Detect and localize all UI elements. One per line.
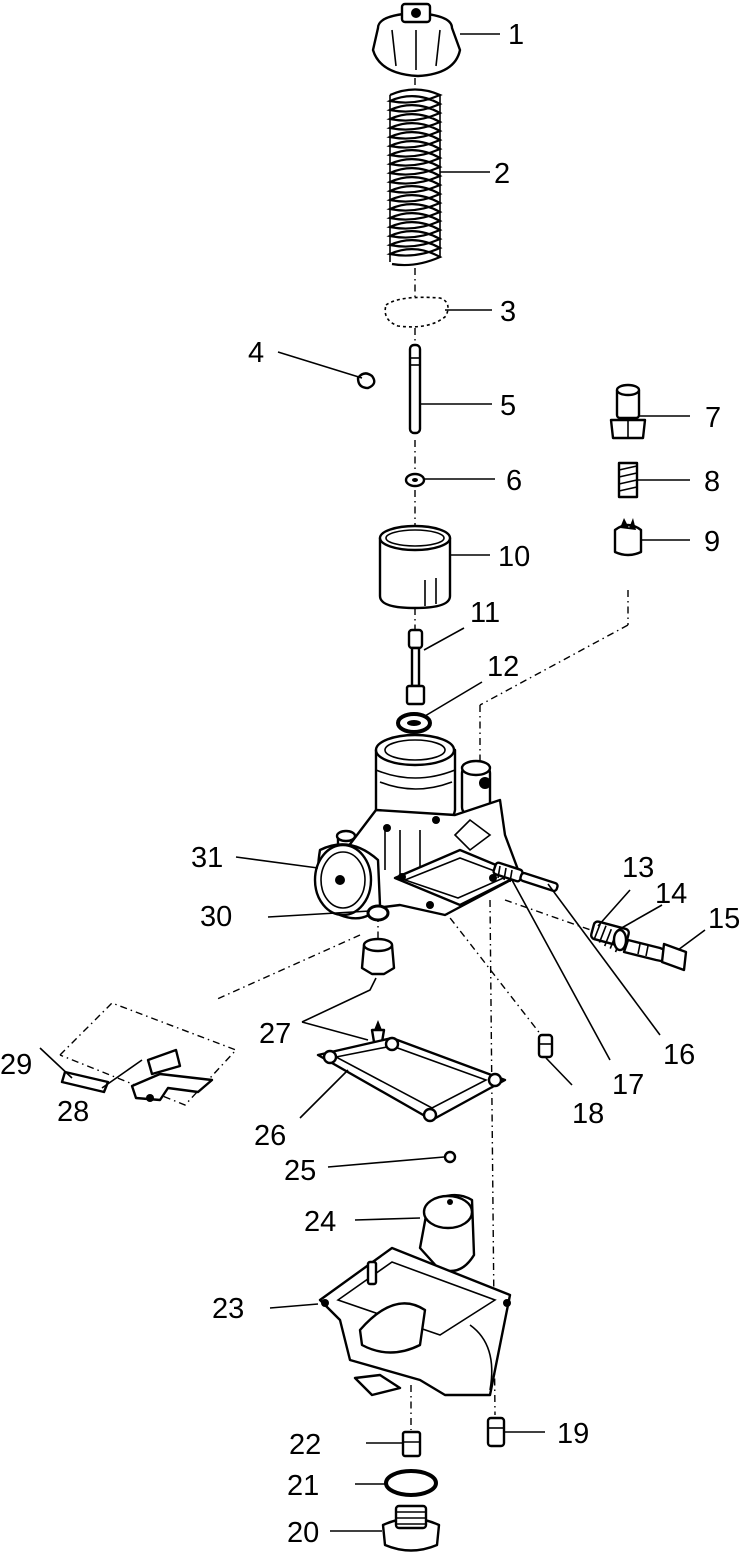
part-18-jet xyxy=(537,1033,554,1059)
part-12-o-ring xyxy=(396,712,432,734)
callout-29: 29 xyxy=(0,1049,32,1081)
callout-4: 4 xyxy=(248,337,264,369)
callout-8: 8 xyxy=(704,466,720,498)
callout-15: 15 xyxy=(708,903,740,935)
part-16-17-jets xyxy=(492,861,559,893)
assembly-axes xyxy=(59,78,629,1430)
callout-9: 9 xyxy=(704,526,720,558)
part-10-throttle-slide xyxy=(378,524,452,610)
callout-14: 14 xyxy=(655,878,687,910)
part-23-float-bowl xyxy=(318,1246,512,1397)
part-3-plate xyxy=(384,296,449,328)
part-27-needle-valve xyxy=(360,937,396,1044)
callout-21: 21 xyxy=(287,1470,319,1502)
callout-30: 30 xyxy=(200,901,232,933)
callout-6: 6 xyxy=(506,465,522,497)
part-8-small-spring xyxy=(617,461,639,499)
part-1-top-cap xyxy=(371,2,462,78)
callout-19: 19 xyxy=(557,1418,589,1450)
part-28-29-float-arm xyxy=(60,1048,214,1102)
callout-17: 17 xyxy=(612,1069,644,1101)
carburetor-body xyxy=(313,733,522,920)
part-2-spring xyxy=(386,88,443,267)
part-24-float xyxy=(418,1193,476,1273)
part-6-washer xyxy=(404,472,426,488)
part-15-pilot-screw xyxy=(622,938,688,972)
callout-23: 23 xyxy=(212,1293,244,1325)
callout-13: 13 xyxy=(622,852,654,884)
callout-3: 3 xyxy=(500,296,516,328)
part-7-fitting xyxy=(609,383,647,440)
callout-18: 18 xyxy=(572,1098,604,1130)
callout-16: 16 xyxy=(663,1039,695,1071)
callout-1: 1 xyxy=(508,19,524,51)
part-20-drain-plug xyxy=(381,1504,441,1552)
part-21-o-ring xyxy=(384,1469,438,1497)
callout-24: 24 xyxy=(304,1206,336,1238)
callout-25: 25 xyxy=(284,1155,316,1187)
callout-28: 28 xyxy=(57,1096,89,1128)
callout-5: 5 xyxy=(500,390,516,422)
callout-27: 27 xyxy=(259,1018,291,1050)
part-9-plunger xyxy=(613,518,643,557)
part-4-clip xyxy=(356,372,376,390)
part-25-ball xyxy=(443,1150,457,1164)
leader-lines xyxy=(39,33,706,1532)
callout-7: 7 xyxy=(705,402,721,434)
part-22-main-jet xyxy=(401,1430,422,1458)
callout-10: 10 xyxy=(498,541,530,573)
callout-12: 12 xyxy=(487,651,519,683)
part-11-needle-jet xyxy=(405,628,426,706)
part-26-gasket xyxy=(316,1036,507,1123)
part-19-drain-screw xyxy=(486,1416,506,1448)
callout-11: 11 xyxy=(470,597,500,629)
callout-labels: 1 2 3 4 5 6 7 8 9 10 11 12 13 14 15 16 1… xyxy=(0,19,740,1549)
part-14-washer xyxy=(612,928,628,952)
part-5-jet-needle xyxy=(408,343,422,435)
part-30-o-ring xyxy=(366,904,390,922)
callout-20: 20 xyxy=(287,1517,319,1549)
callout-31: 31 xyxy=(191,842,223,874)
callout-26: 26 xyxy=(254,1120,286,1152)
callout-22: 22 xyxy=(289,1429,321,1461)
callout-2: 2 xyxy=(494,158,510,190)
